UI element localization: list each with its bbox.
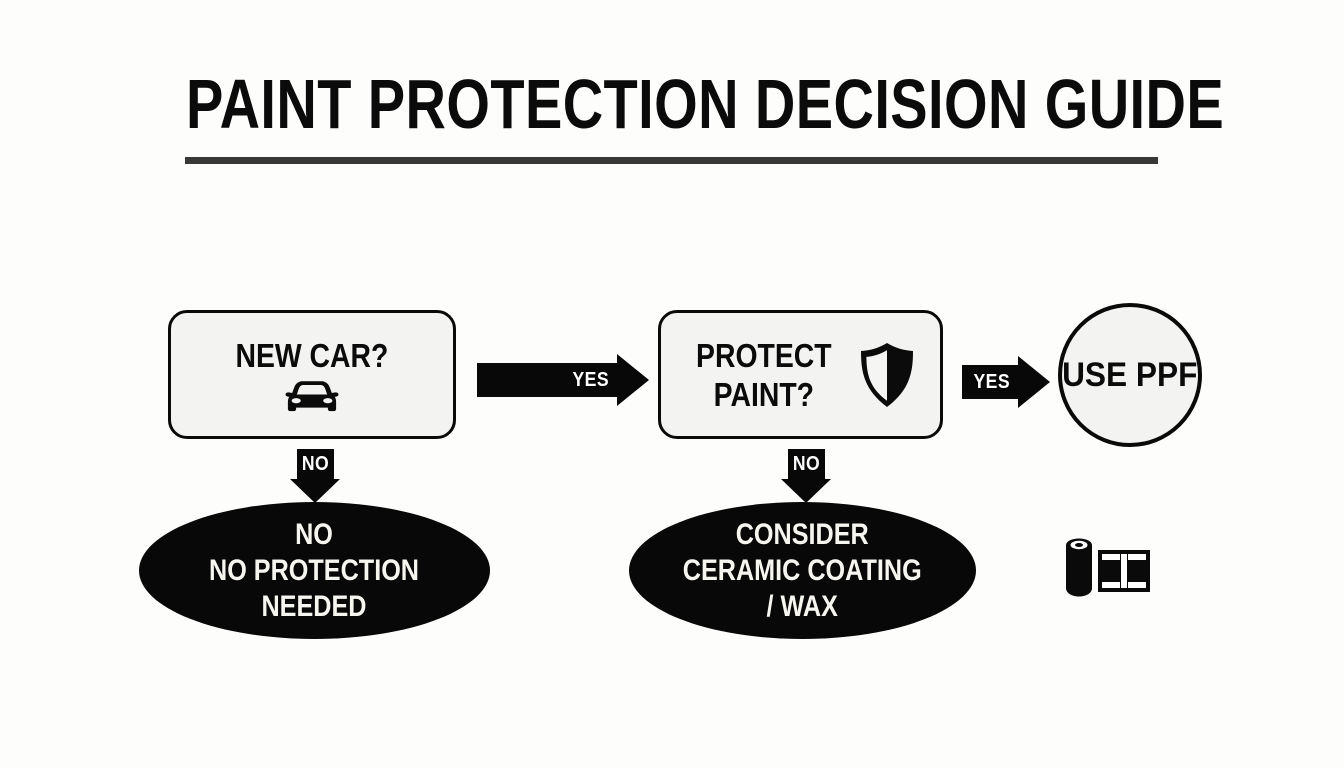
edge-protect-paint-yes-label: YES — [973, 370, 1011, 393]
title-underline-rule — [185, 157, 1158, 164]
edge-new-car-no-label: NO — [301, 452, 329, 475]
edge-protect-paint-no-shaft: NO — [787, 449, 825, 479]
ppf-film-roll-icon — [1058, 533, 1154, 601]
arrow-head-right-icon — [1018, 356, 1050, 408]
node-ceramic-coating-wax-label: CONSIDER CERAMIC COATING / WAX — [683, 517, 922, 623]
arrow-head-down-icon — [781, 479, 831, 503]
node-protect-paint-content: PROTECT PAINT? — [685, 336, 917, 414]
node-new-car-content: NEW CAR? — [223, 336, 401, 413]
node-no-protection-needed-label: NO NO PROTECTION NEEDED — [209, 517, 420, 623]
node-use-ppf[interactable]: USE PPF — [1058, 303, 1202, 447]
car-icon — [285, 379, 339, 413]
node-new-car[interactable]: NEW CAR? — [168, 310, 456, 439]
arrow-head-right-icon — [617, 354, 649, 406]
node-protect-paint-label: PROTECT PAINT? — [695, 336, 832, 413]
arrow-head-down-icon — [290, 479, 340, 503]
node-protect-paint[interactable]: PROTECT PAINT? — [658, 310, 943, 439]
edge-protect-paint-no-label: NO — [792, 452, 820, 475]
shield-icon — [858, 342, 916, 408]
edge-new-car-yes: YES — [477, 354, 649, 406]
edge-protect-paint-yes: YES — [962, 356, 1050, 408]
edge-new-car-no: NO — [290, 449, 340, 503]
node-no-protection-needed[interactable]: NO NO PROTECTION NEEDED — [139, 502, 490, 639]
node-ceramic-coating-wax[interactable]: CONSIDER CERAMIC COATING / WAX — [629, 502, 976, 639]
edge-protect-paint-yes-shaft: YES — [962, 365, 1018, 399]
edge-new-car-yes-shaft: YES — [477, 363, 617, 397]
page-title: PAINT PROTECTION DECISION GUIDE — [186, 65, 1225, 143]
edge-protect-paint-no: NO — [781, 449, 831, 503]
node-use-ppf-label: USE PPF — [1062, 355, 1198, 394]
edge-new-car-no-shaft: NO — [296, 449, 334, 479]
edge-new-car-yes-label: YES — [572, 368, 610, 391]
node-new-car-label: NEW CAR? — [235, 337, 389, 374]
